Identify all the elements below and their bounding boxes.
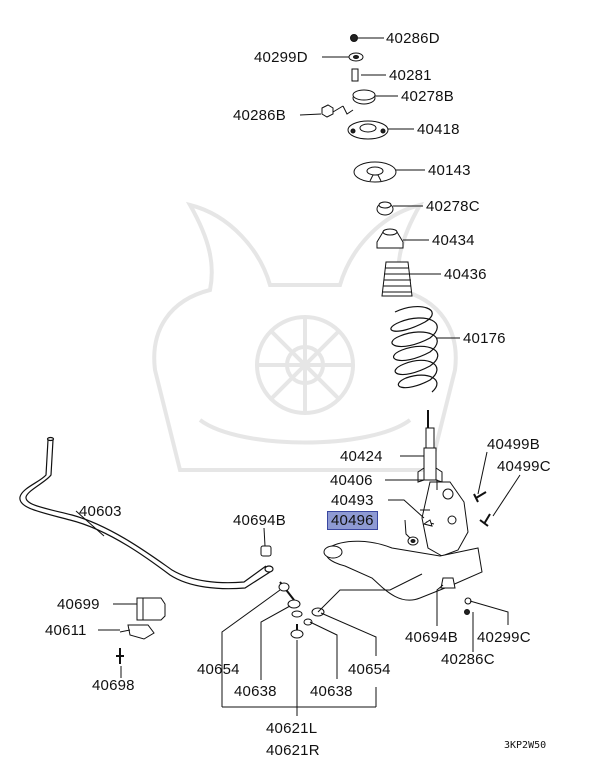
bracket-40611-shape bbox=[119, 624, 155, 640]
part-label-40278B[interactable]: 40278B bbox=[401, 88, 454, 105]
coil-spring-40176-shape bbox=[390, 305, 439, 393]
part-label-40694B-arm[interactable]: 40694B bbox=[405, 629, 458, 646]
nut-40286D-shape bbox=[350, 34, 358, 42]
part-label-40286B[interactable]: 40286B bbox=[233, 107, 286, 124]
part-label-40638-right[interactable]: 40638 bbox=[310, 683, 353, 700]
part-label-40286D[interactable]: 40286D bbox=[386, 30, 440, 47]
part-label-40299C[interactable]: 40299C bbox=[477, 629, 531, 646]
part-label-40699[interactable]: 40699 bbox=[57, 596, 100, 613]
nut-40496-shape bbox=[407, 536, 419, 546]
part-label-40493[interactable]: 40493 bbox=[331, 492, 374, 509]
insulator-40143-shape bbox=[353, 161, 397, 183]
bolt-40499C-shape bbox=[479, 513, 491, 527]
part-label-40418[interactable]: 40418 bbox=[417, 121, 460, 138]
bolt-40698-shape bbox=[116, 648, 124, 664]
strut-mount-40418-shape bbox=[347, 120, 389, 140]
part-label-40499B[interactable]: 40499B bbox=[487, 436, 540, 453]
part-label-40436[interactable]: 40436 bbox=[444, 266, 487, 283]
part-label-40143[interactable]: 40143 bbox=[428, 162, 471, 179]
part-label-40496-highlighted[interactable]: 40496 bbox=[327, 511, 378, 530]
part-label-40621R[interactable]: 40621R bbox=[266, 742, 320, 759]
part-label-40424[interactable]: 40424 bbox=[340, 448, 383, 465]
part-label-40611[interactable]: 40611 bbox=[45, 622, 87, 639]
part-label-40406[interactable]: 40406 bbox=[330, 472, 373, 489]
part-label-40698[interactable]: 40698 bbox=[92, 677, 135, 694]
part-label-40286C[interactable]: 40286C bbox=[441, 651, 495, 668]
washer-40299D-shape bbox=[348, 52, 364, 62]
bump-stop-40434-shape bbox=[376, 228, 404, 249]
bolt-40499B-shape bbox=[473, 491, 487, 503]
bushing-40694B-a-shape bbox=[260, 545, 272, 557]
dust-boot-40436-shape bbox=[381, 261, 413, 297]
washer-40493-shape bbox=[422, 519, 433, 527]
part-label-40621L[interactable]: 40621L bbox=[266, 720, 318, 737]
part-label-40499C[interactable]: 40499C bbox=[497, 458, 551, 475]
bushing-40694B-b-shape bbox=[440, 577, 456, 589]
nut-40286B-shape bbox=[321, 104, 354, 118]
part-label-40694B-stabilizer[interactable]: 40694B bbox=[233, 512, 286, 529]
nut-40286C-shape bbox=[464, 609, 470, 615]
diagram-code: 3KP2W50 bbox=[504, 740, 547, 751]
part-label-40299D[interactable]: 40299D bbox=[254, 49, 308, 66]
part-label-40176[interactable]: 40176 bbox=[463, 330, 506, 347]
bushing-40699-shape bbox=[136, 597, 166, 621]
bushing-40278B-shape bbox=[352, 89, 376, 105]
part-label-40654-right[interactable]: 40654 bbox=[348, 661, 391, 678]
part-label-40603[interactable]: 40603 bbox=[79, 503, 122, 520]
watermark-logo bbox=[152, 201, 458, 472]
stabilizer-bar-40603-shape bbox=[19, 436, 274, 590]
part-label-40281[interactable]: 40281 bbox=[389, 67, 432, 84]
spacer-40281-shape bbox=[351, 68, 359, 82]
bushing-40278C-shape bbox=[376, 201, 394, 216]
part-label-40638-left[interactable]: 40638 bbox=[234, 683, 277, 700]
leader-lines bbox=[75, 37, 521, 716]
stabilizer-link-40621-shape bbox=[278, 581, 325, 639]
part-label-40654-left[interactable]: 40654 bbox=[197, 661, 240, 678]
part-label-40434[interactable]: 40434 bbox=[432, 232, 475, 249]
knuckle-40406-shape bbox=[420, 481, 469, 557]
part-label-40278C[interactable]: 40278C bbox=[426, 198, 480, 215]
